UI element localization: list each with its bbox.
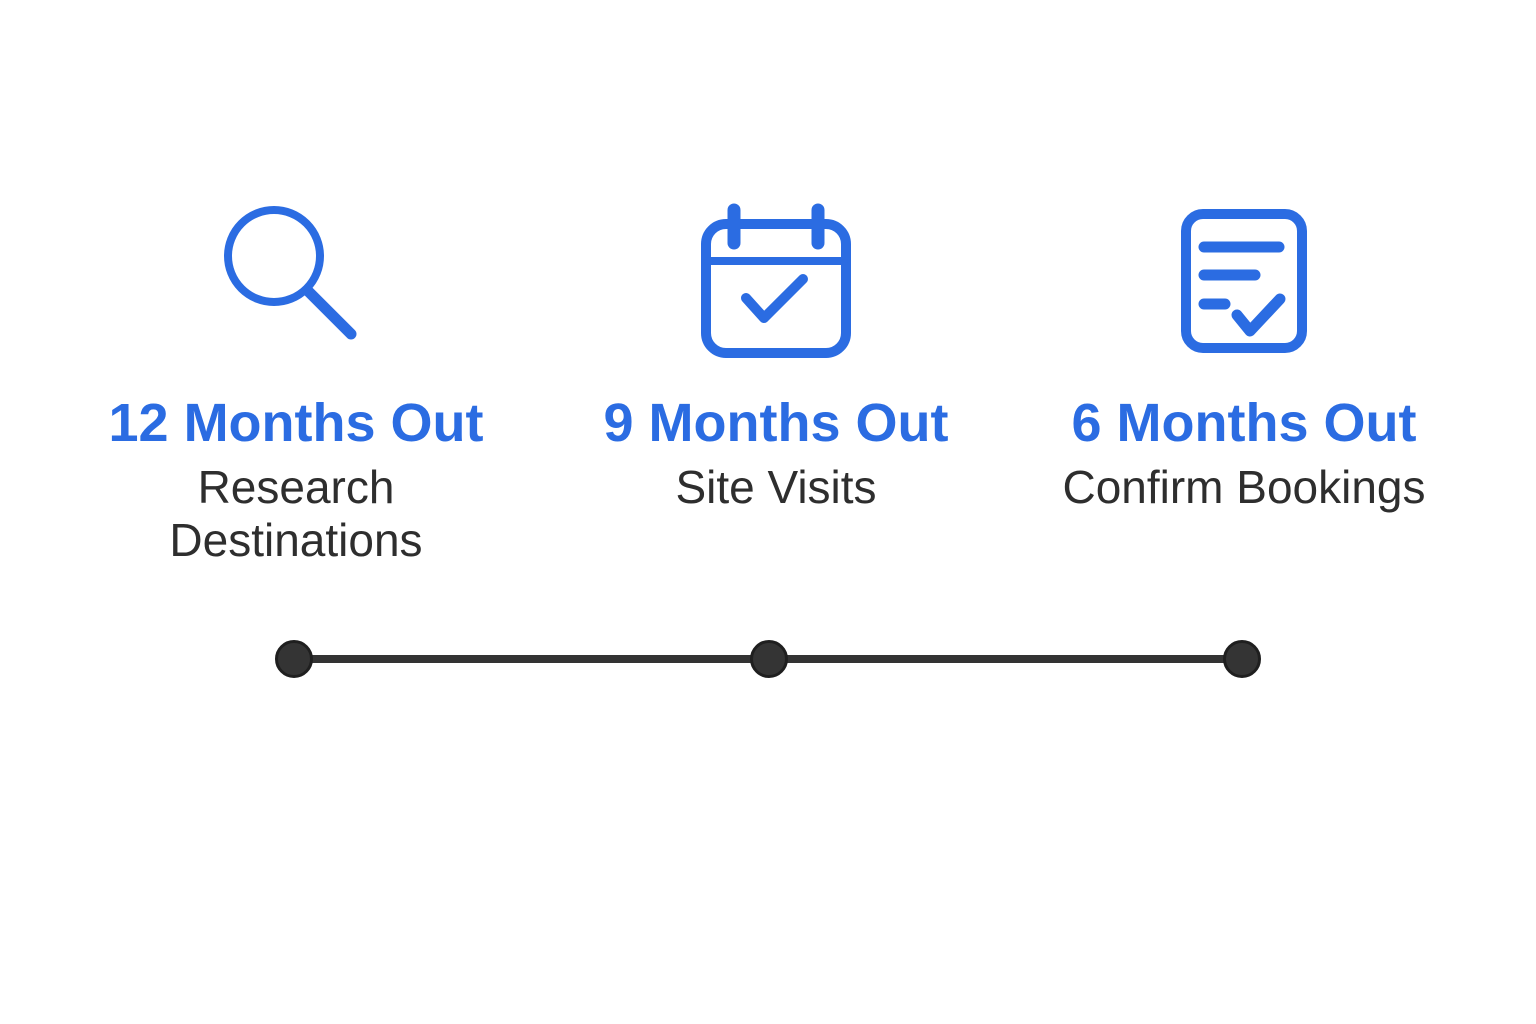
timeline-dot-12-months bbox=[275, 640, 313, 678]
checklist-document-icon bbox=[1180, 198, 1308, 364]
timeline-step-12-months: 12 Months Out Research Destinations bbox=[56, 198, 536, 567]
timeline-dot-6-months bbox=[1223, 640, 1261, 678]
step-label: Site Visits bbox=[675, 461, 877, 513]
magnifying-glass-icon bbox=[221, 198, 371, 364]
step-time: 12 Months Out bbox=[108, 393, 484, 453]
timeline-dot-9-months bbox=[750, 640, 788, 678]
timeline-step-9-months: 9 Months Out Site Visits bbox=[536, 198, 1016, 514]
calendar-check-icon bbox=[700, 198, 852, 364]
step-time: 9 Months Out bbox=[603, 393, 949, 453]
step-label: Research Destinations bbox=[169, 461, 423, 566]
step-label: Confirm Bookings bbox=[1062, 461, 1426, 513]
timeline-step-6-months: 6 Months Out Confirm Bookings bbox=[1004, 198, 1484, 514]
step-time: 6 Months Out bbox=[1071, 393, 1417, 453]
